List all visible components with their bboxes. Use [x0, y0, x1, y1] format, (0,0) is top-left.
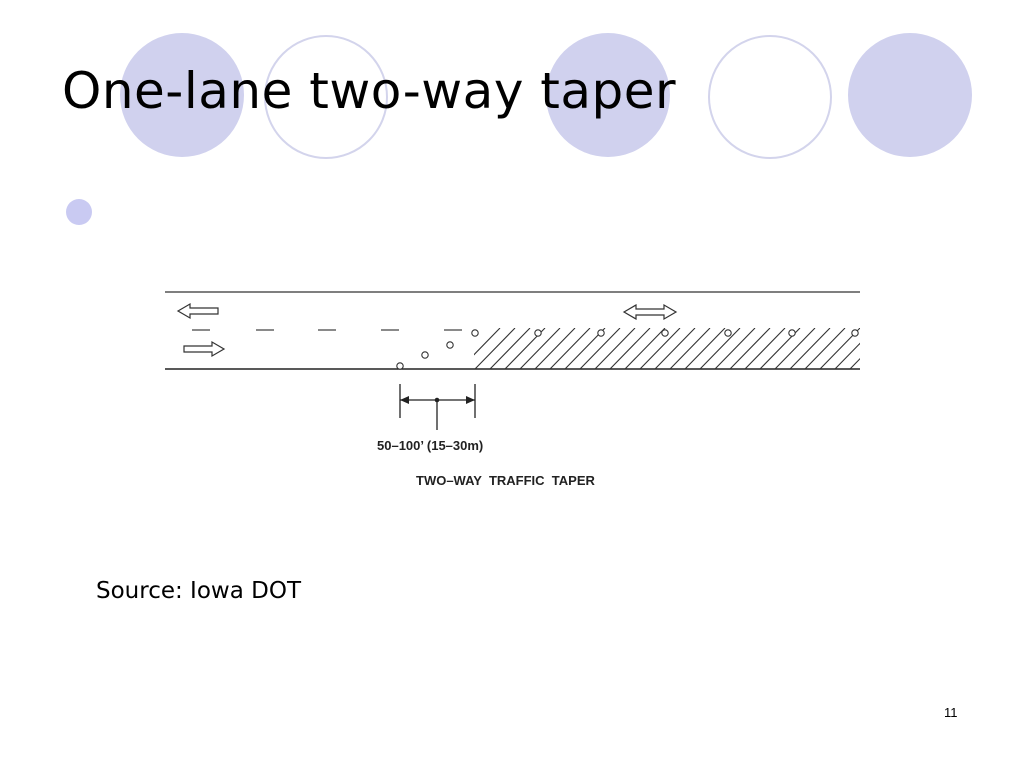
hatch-line — [579, 328, 621, 370]
traffic-cone-icon — [471, 329, 479, 337]
hatch-line — [489, 328, 531, 370]
hatch-line — [549, 328, 591, 370]
traffic-cone-icon — [597, 329, 605, 337]
hatch-line — [639, 328, 681, 370]
dimension-label: 50–100’ (15–30m) — [377, 438, 483, 453]
decorative-circle-1 — [120, 33, 244, 157]
hatch-line — [534, 328, 576, 370]
traffic-cone-icon — [446, 341, 454, 349]
hatch-line — [519, 328, 561, 370]
hatch-line — [789, 328, 831, 370]
traffic-cone-icon — [534, 329, 542, 337]
decorative-circle-4 — [708, 35, 832, 159]
traffic-cone-icon — [724, 329, 732, 337]
hatch-line — [684, 328, 726, 370]
bullet-dot — [66, 199, 92, 225]
hatch-line — [865, 328, 870, 369]
taper-diagram: 50–100’ (15–30m) TWO–WAY TRAFFIC TAPER — [165, 291, 870, 488]
hatch-line — [834, 342, 860, 370]
page-number: 11 — [944, 705, 958, 720]
hatch-line — [744, 328, 786, 370]
hatch-line — [669, 328, 711, 370]
traffic-cone-icon — [788, 329, 796, 337]
decorative-circle-3 — [546, 33, 670, 157]
arrow-right-icon — [183, 340, 226, 358]
slide-title: One-lane two-way taper — [62, 62, 677, 120]
traffic-cone-icon — [396, 362, 404, 370]
traffic-cone-icon — [661, 329, 669, 337]
traffic-cone-icon — [421, 351, 429, 359]
dimension-marker — [399, 384, 476, 430]
hatch-line — [594, 328, 636, 370]
hatch-line — [714, 328, 756, 370]
arrow-left-icon — [176, 302, 219, 320]
hatch-line — [609, 328, 651, 370]
traffic-cone-icon — [851, 329, 859, 337]
traffic-cones — [396, 329, 859, 370]
hatch-line — [654, 328, 696, 370]
decorative-circle-5 — [848, 33, 972, 157]
hatch-line — [699, 328, 741, 370]
double-arrow-icon — [622, 303, 678, 321]
hatch-line — [729, 328, 771, 370]
hatch-line — [804, 328, 846, 370]
hatch-line — [774, 328, 816, 370]
hatch-line — [474, 328, 516, 370]
hatch-line — [849, 357, 860, 370]
decorative-circle-2 — [264, 35, 388, 159]
hatch-line — [474, 328, 501, 356]
source-citation: Source: Iowa DOT — [96, 578, 301, 604]
diagram-caption: TWO–WAY TRAFFIC TAPER — [416, 473, 595, 488]
hatch-line — [624, 328, 666, 370]
